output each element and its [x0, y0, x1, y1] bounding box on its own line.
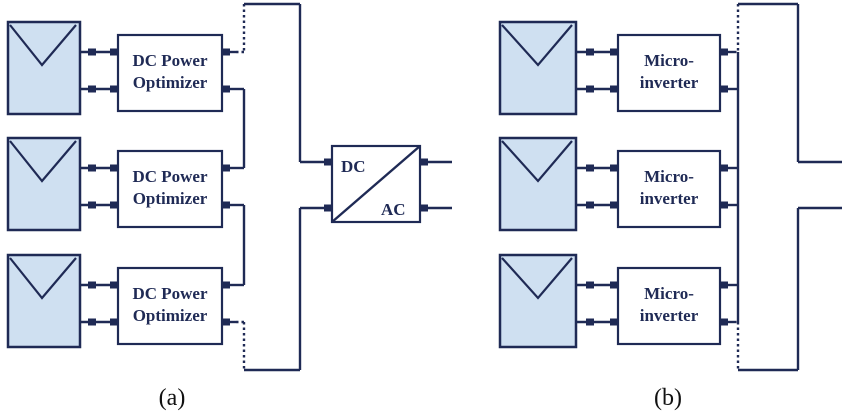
panel-a-distributed-optimizer: DC Power Optimizer DC Power Optimizer	[6, 2, 452, 411]
solar-panel-icon	[6, 253, 82, 349]
solar-panel-icon	[498, 136, 578, 232]
microinverter-label-line1: Micro-	[644, 284, 694, 303]
microinverter-label-line1: Micro-	[644, 51, 694, 70]
panel-a-caption: (a)	[159, 385, 186, 411]
inverter-dc-label: DC	[341, 157, 366, 176]
microinverter-label-line1: Micro-	[644, 167, 694, 186]
dc-ac-inverter-icon: DC AC	[330, 144, 422, 224]
optimizer-label-line2: Optimizer	[133, 189, 208, 208]
dc-power-optimizer-box: DC Power Optimizer	[116, 33, 224, 113]
panel-b-caption: (b)	[654, 385, 682, 411]
panel-b-microinverter: Micro- inverter Micro- inverter	[498, 2, 842, 411]
optimizer-label-line2: Optimizer	[133, 73, 208, 92]
solar-panel-icon	[498, 253, 578, 349]
optimizer-label-line1: DC Power	[132, 284, 208, 303]
optimizer-label-line1: DC Power	[132, 167, 208, 186]
dc-power-optimizer-box: DC Power Optimizer	[116, 266, 224, 346]
solar-panel-icon	[6, 136, 82, 232]
microinverter-box: Micro- inverter	[616, 33, 722, 113]
solar-panel-icon	[6, 20, 82, 116]
microinverter-box: Micro- inverter	[616, 266, 722, 346]
optimizer-label-line2: Optimizer	[133, 306, 208, 325]
inverter-ac-label: AC	[381, 200, 406, 219]
solar-panel-icon	[498, 20, 578, 116]
optimizer-label-line1: DC Power	[132, 51, 208, 70]
microinverter-label-line2: inverter	[640, 73, 699, 92]
dc-power-optimizer-box: DC Power Optimizer	[116, 149, 224, 229]
microinverter-label-line2: inverter	[640, 189, 699, 208]
microinverter-box: Micro- inverter	[616, 149, 722, 229]
microinverter-label-line2: inverter	[640, 306, 699, 325]
